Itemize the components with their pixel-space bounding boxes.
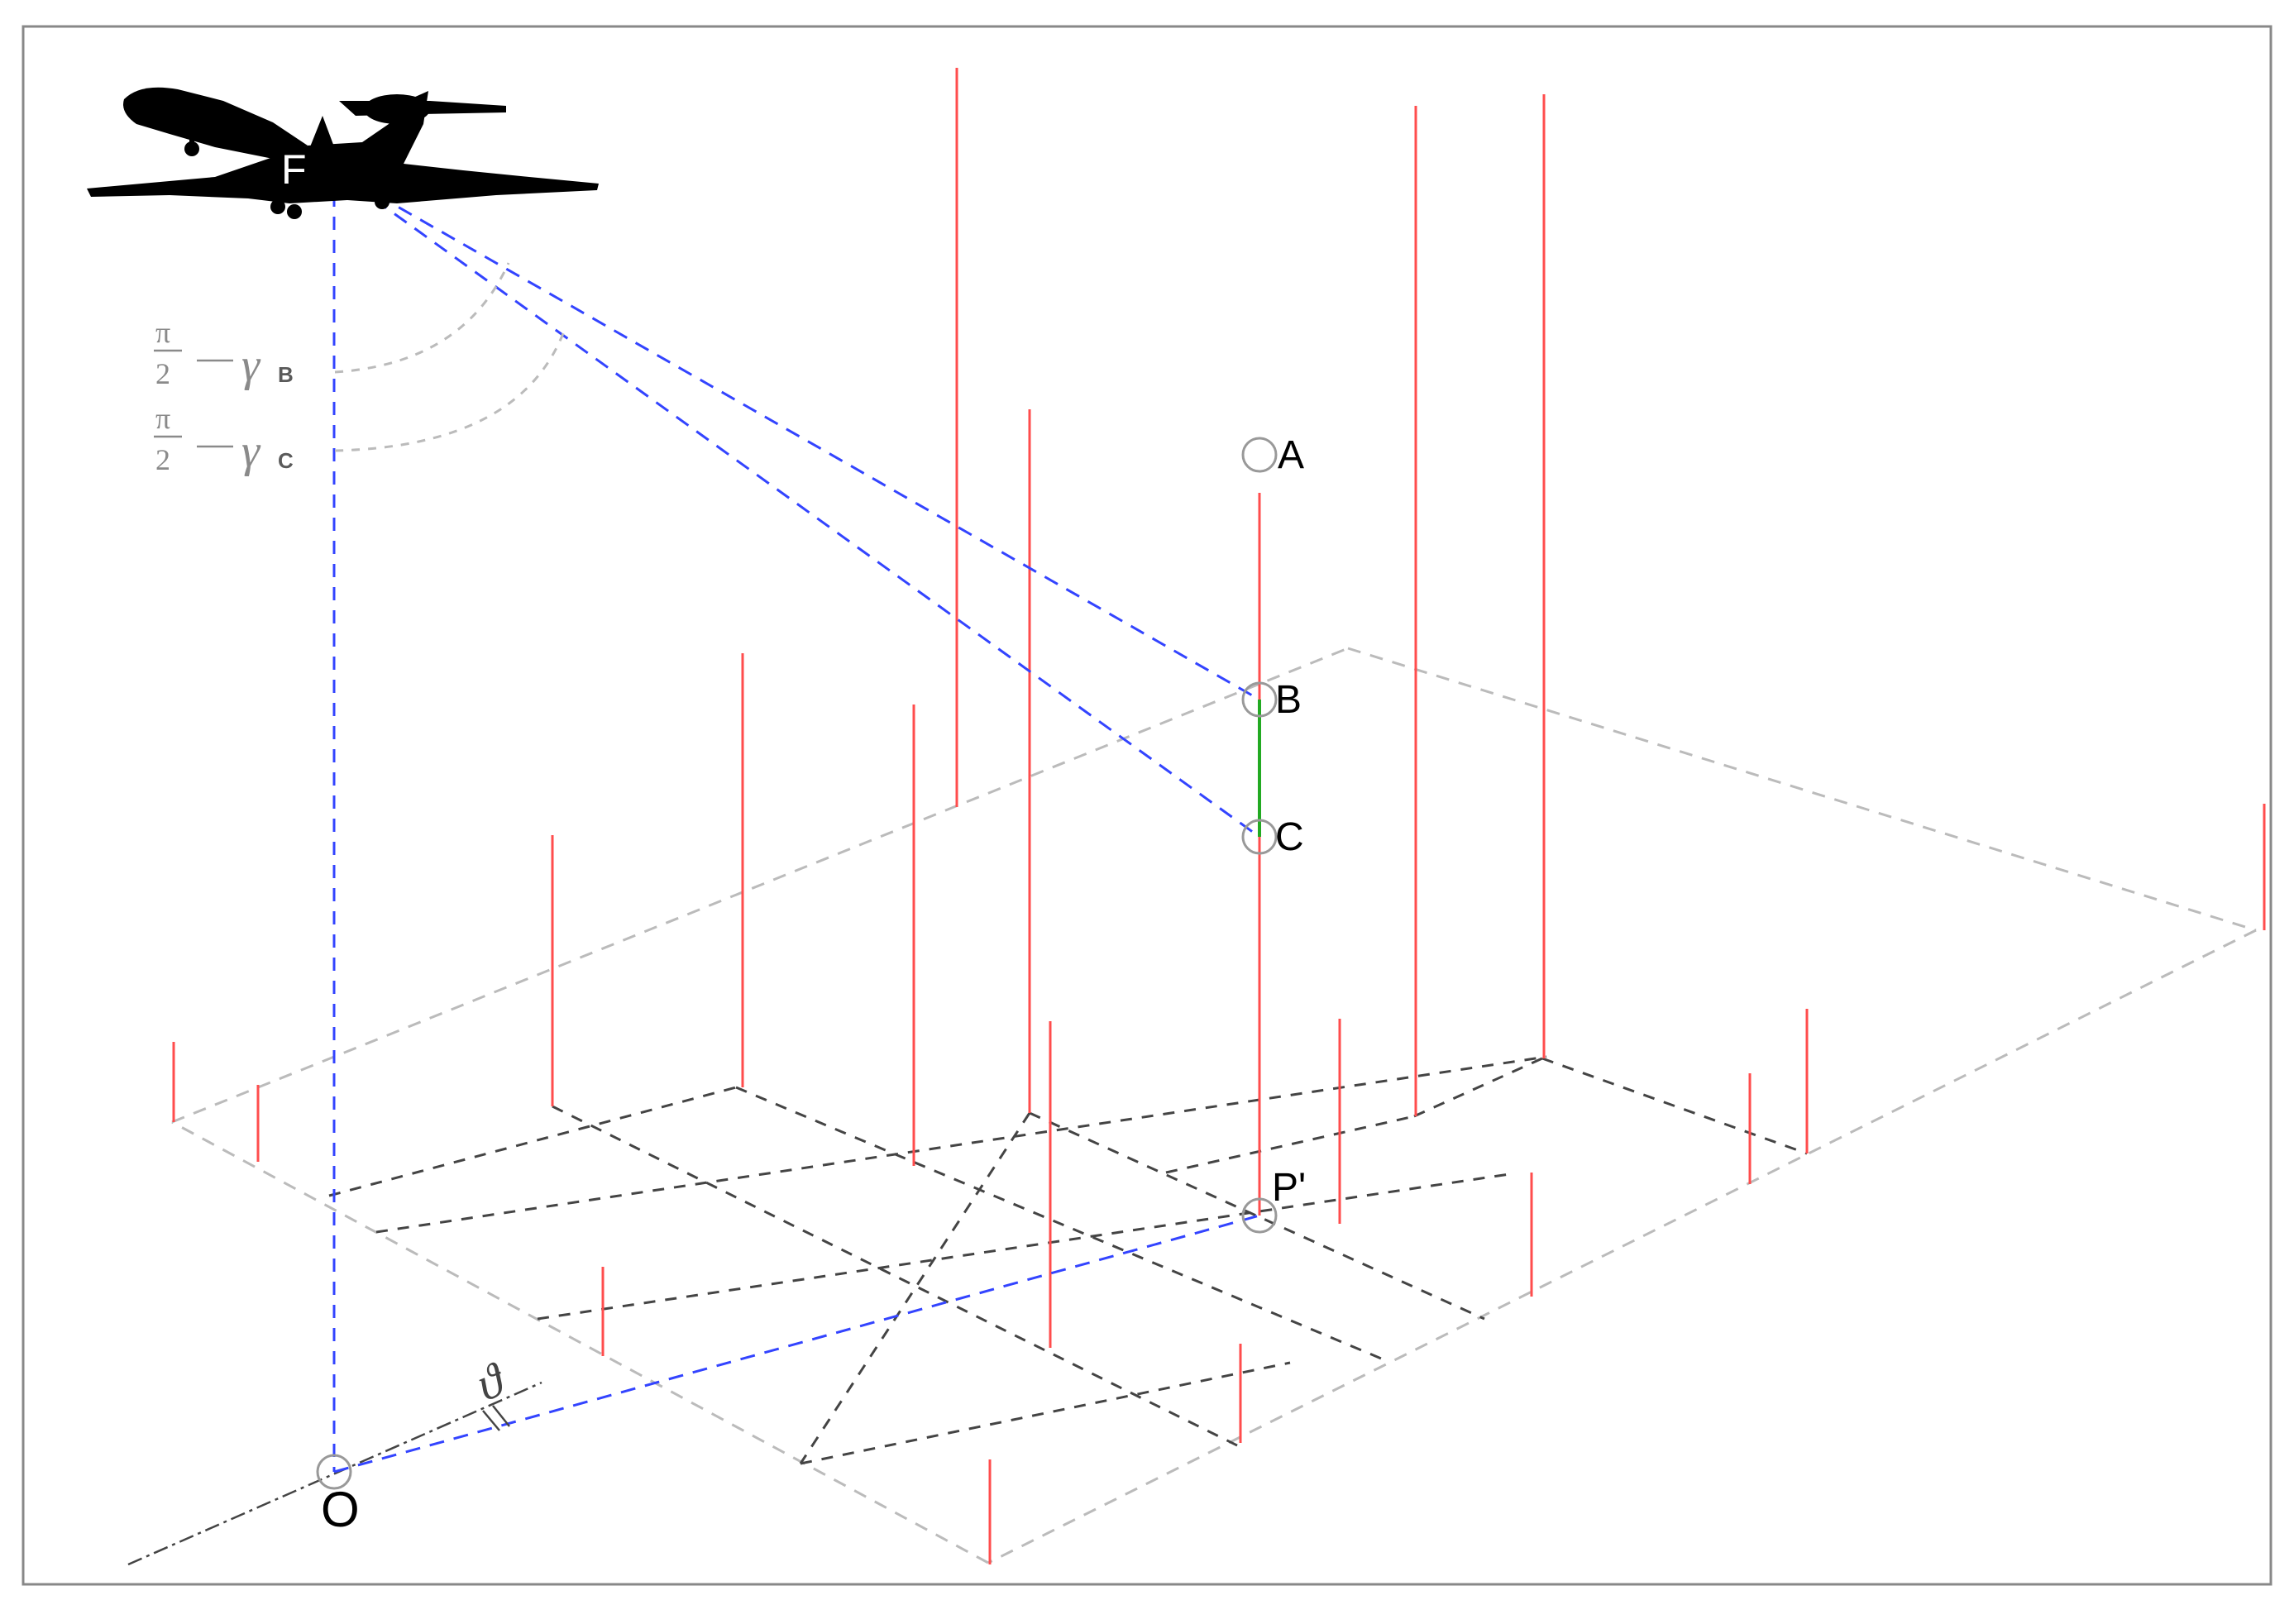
angle-arc-b [334,262,510,374]
airplane-silhouette-icon [87,87,599,219]
point-p-label: P' [1272,1166,1306,1210]
sightline-f-c [333,169,1260,838]
angle-label-gamma-c: π 2 γ C [154,402,294,477]
observer-baseline [127,1381,542,1566]
point-o-label: O [321,1482,360,1537]
angle-arc-c [334,328,566,452]
ground-plane-outline [171,647,2257,1564]
sightline-o-p [333,1214,1260,1474]
angle-c-symbol: γ [241,426,261,477]
point-p-marker [1241,1197,1278,1234]
angle-c-denominator: 2 [155,443,170,476]
angle-label-gamma-b: π 2 γ B [154,316,294,391]
angle-c-subscript: C [278,448,294,473]
point-a-marker [1241,437,1278,473]
diagram-border [22,25,2272,1586]
theta-label: ϑ [469,1352,514,1411]
theta-angle-marks [482,1405,510,1431]
ground-grid [328,1055,1808,1465]
point-c-label: C [1275,815,1304,859]
angle-b-numerator: π [155,316,170,349]
sightline-f-b [333,169,1260,701]
pole-group [172,68,2266,1564]
point-a-label: A [1278,433,1304,477]
angle-b-symbol: γ [241,340,261,391]
angle-b-denominator: 2 [155,357,170,390]
point-b-label: B [1275,678,1302,722]
point-f-label: F [281,146,307,193]
point-c-marker [1241,819,1278,855]
angle-b-subscript: B [278,362,294,387]
point-o-marker [316,1454,352,1490]
angle-c-numerator: π [155,402,170,435]
point-b-marker [1241,681,1278,718]
